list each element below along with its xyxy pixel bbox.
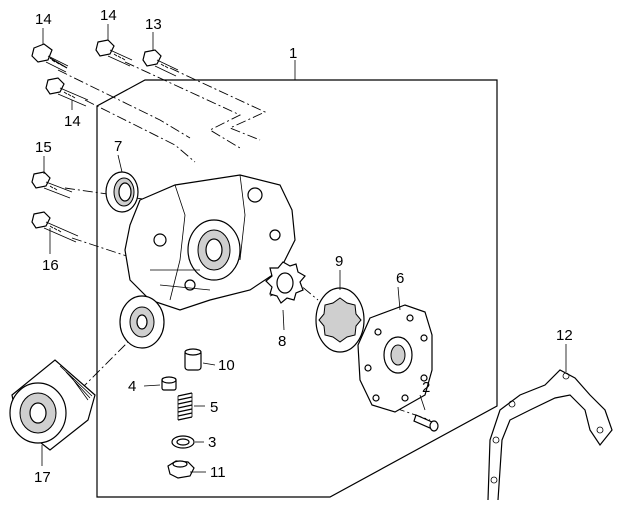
- callout-14-upper-middle: 14: [100, 7, 117, 24]
- inner-rotor: [265, 261, 306, 304]
- bolt-14-lower: [45, 77, 89, 107]
- oil-pump-body: [124, 174, 296, 311]
- bolt-16: [31, 211, 79, 243]
- relief-valve-plug: [167, 460, 195, 479]
- callout-17: 17: [34, 469, 51, 486]
- bolt-14-upper-middle: [95, 39, 133, 67]
- callout-2: 2: [422, 379, 430, 396]
- assembly-frame: [96, 79, 498, 498]
- filter-adapter: [119, 295, 165, 349]
- oil-filter: [9, 359, 96, 451]
- callout-16: 16: [42, 257, 59, 274]
- bolt-15: [31, 171, 73, 199]
- bolt-13: [142, 49, 179, 77]
- callout-14-upper-left: 14: [35, 11, 52, 28]
- cover-screw: [413, 414, 439, 432]
- oil-seal: [105, 171, 139, 213]
- callout-15: 15: [35, 139, 52, 156]
- bolt-14-upper-left: [31, 43, 69, 73]
- outer-rotor: [315, 287, 365, 353]
- relief-valve-spring: [177, 392, 193, 421]
- callout-6: 6: [396, 270, 404, 287]
- callout-8: 8: [278, 333, 286, 350]
- callout-13: 13: [145, 16, 162, 33]
- relief-valve-sleeve: [184, 348, 202, 371]
- callout-leaders: [41, 24, 567, 473]
- callout-12: 12: [556, 327, 573, 344]
- relief-valve-plunger: [161, 376, 177, 391]
- callout-7: 7: [114, 138, 122, 155]
- callout-5: 5: [210, 399, 218, 416]
- callout-3: 3: [208, 434, 216, 451]
- callout-11: 11: [210, 464, 226, 481]
- callout-1: 1: [289, 45, 297, 62]
- relief-valve-washer: [171, 435, 195, 449]
- front-gasket: [487, 369, 613, 501]
- callout-9: 9: [335, 253, 343, 270]
- callout-4: 4: [128, 378, 136, 395]
- pump-cover: [357, 304, 433, 413]
- callout-10: 10: [218, 357, 235, 374]
- callout-14-lower: 14: [64, 113, 81, 130]
